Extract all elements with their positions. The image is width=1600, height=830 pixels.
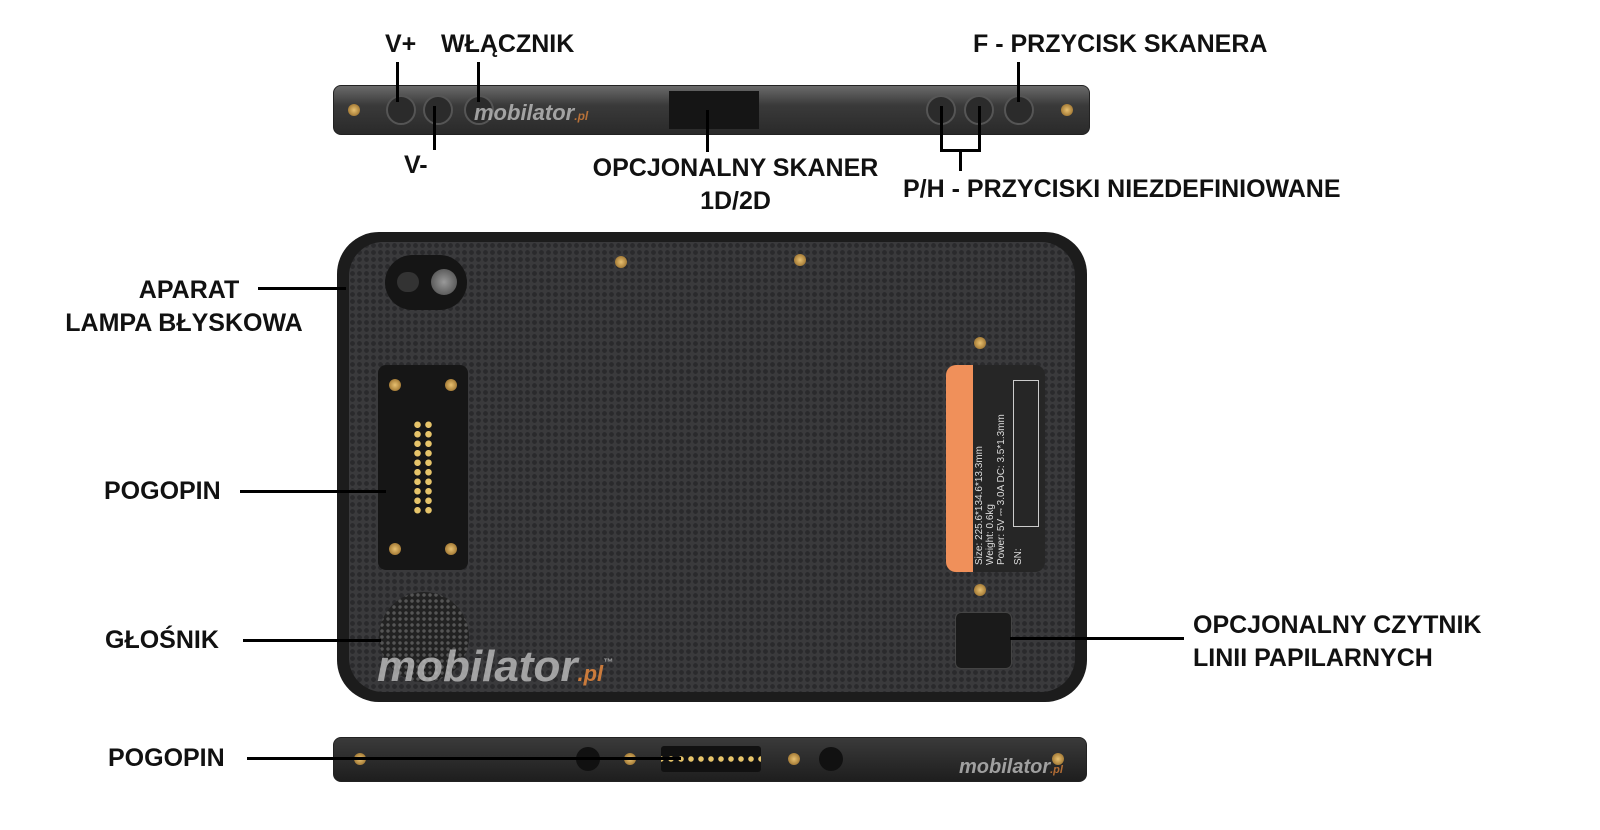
label-power: WŁĄCZNIK [441, 30, 575, 58]
watermark-tm: ™ [603, 657, 614, 669]
leader-line [433, 106, 436, 150]
tablet-top-edge: mobilator.pl [333, 85, 1090, 135]
watermark-suffix: .pl [574, 109, 589, 123]
label-speaker: GŁOŚNIK [105, 626, 219, 654]
sticker-power: Power: 5V ⎓ 3.0A DC: 3.5*1.3mm [996, 414, 1007, 565]
label-pogopin-bottom: POGOPIN [108, 744, 225, 772]
screw [445, 543, 457, 555]
label-ph-buttons: P/H - PRZYCISKI NIEZDEFINIOWANE [903, 175, 1341, 203]
speaker-grille [379, 592, 469, 682]
port [819, 747, 843, 771]
leader-line [959, 149, 962, 171]
screw [389, 379, 401, 391]
leader-line [1017, 62, 1020, 102]
leader-line [247, 757, 681, 760]
leader-line [396, 62, 399, 102]
leader-line [477, 62, 480, 102]
watermark-text: mobilator [474, 100, 575, 125]
leader-line [978, 106, 981, 151]
sticker-size: Size: 225.6*134.6*13.3mm [974, 446, 985, 565]
scanner-window [669, 91, 759, 129]
label-volume-up: V+ [385, 30, 417, 58]
screw [348, 104, 360, 116]
screw [974, 337, 986, 349]
label-scanner-button: F - PRZYCISK SKANERA [973, 30, 1268, 58]
screw [615, 256, 627, 268]
volume-down-button[interactable] [423, 95, 453, 125]
watermark-suffix: .pl [577, 661, 604, 686]
screw [974, 584, 986, 596]
label-fingerprint-line1: OPCJONALNY CZYTNIK [1193, 611, 1482, 639]
tablet-back: Size: 225.6*134.6*13.3mm Weight: 0.6kg P… [337, 232, 1087, 702]
volume-up-button[interactable] [386, 95, 416, 125]
leader-line [940, 106, 943, 151]
leader-line [706, 110, 709, 152]
label-pogopin-back: POGOPIN [104, 477, 221, 505]
fingerprint-reader[interactable] [955, 612, 1012, 669]
spec-sticker: Size: 225.6*134.6*13.3mm Weight: 0.6kg P… [946, 365, 1045, 572]
watermark-logo: mobilator.pl™ [377, 642, 613, 692]
label-camera-line1: APARAT [138, 276, 240, 304]
screw [445, 379, 457, 391]
sn-box [1013, 380, 1039, 527]
screw [1061, 104, 1073, 116]
leader-line [240, 490, 386, 493]
label-scanner: OPCJONALNY SKANER 1D/2D [573, 153, 898, 216]
bottom-pogopin-connector [661, 746, 761, 772]
label-scanner-line1: OPCJONALNY SKANER [592, 154, 879, 182]
watermark-logo: mobilator.pl [959, 756, 1063, 779]
label-scanner-line2: 1D/2D [700, 187, 771, 215]
label-fingerprint: OPCJONALNY CZYTNIK LINII PAPILARNYCH [1193, 610, 1481, 673]
flash-icon [397, 272, 419, 292]
screw [794, 254, 806, 266]
watermark-text: mobilator [377, 642, 578, 691]
label-fingerprint-line2: LINII PAPILARNYCH [1193, 644, 1433, 672]
sticker-weight: Weight: 0.6kg [985, 504, 996, 565]
watermark-suffix: .pl [1050, 764, 1063, 776]
screw [389, 543, 401, 555]
camera-lens-icon [431, 269, 457, 295]
label-volume-down: V- [404, 151, 428, 179]
watermark-text: mobilator [959, 756, 1051, 778]
camera-module [385, 255, 467, 310]
label-camera-line2: LAMPA BŁYSKOWA [65, 309, 303, 337]
screw [788, 753, 800, 765]
sticker-accent [946, 365, 973, 572]
pogopin-module [378, 365, 468, 570]
leader-line [243, 639, 381, 642]
label-camera: APARAT LAMPA BŁYSKOWA [48, 275, 320, 338]
screw [1052, 753, 1064, 765]
leader-line [258, 287, 346, 290]
pogopin-contacts [412, 420, 434, 515]
leader-line [1010, 637, 1184, 640]
watermark-logo: mobilator.pl [474, 100, 588, 126]
